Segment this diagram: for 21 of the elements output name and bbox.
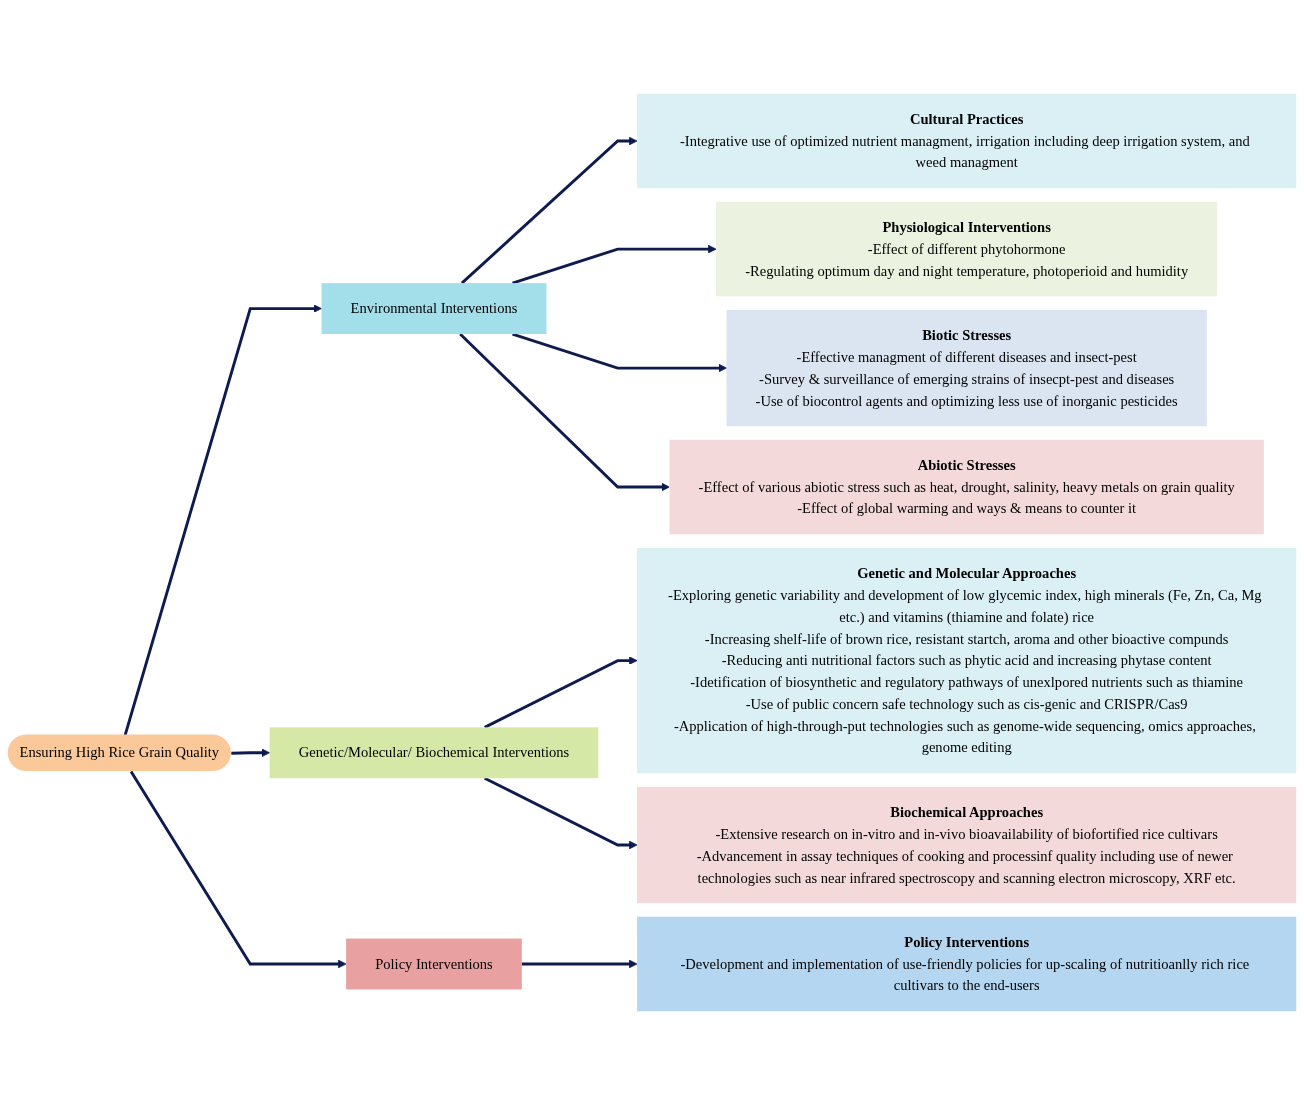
arrow — [512, 332, 727, 373]
node-box: Genetic and Molecular Approaches -Exploring genetic variability and development of low glycemic index, high minerals (Fe, Zn, Ca, Mg etc.) and vitamins (thiamine and folate) rice -Increasing shelf-life of brown rice, resistant startch, aroma and other bioactive compunds -Reducing anti nutritional factors such as phytic acid and increasing phytase content -Idetification of biosynthetic and regulatory pathways of unexlpored nutrients such as thiamine -Use of public concern safe technology such as cis-genic and CRISPR/Cas9 -Application of high-through-put technologies such as genome-wide sequencing, omics approaches, genome editing — [637, 547, 1297, 774]
node-box: Cultural Practices -Integrative use of optimized nutrient managment, irrigation including deep irrigation system, and weed managment — [637, 93, 1297, 189]
node-box: Ensuring High Rice Grain Quality — [7, 734, 231, 771]
node-box: Abiotic Stresses -Effect of various abiotic stress such as heat, drought, salinity, heavy metals on grain quality -Effect of global warming and ways & means to counter it — [669, 439, 1264, 535]
arrow — [129, 770, 347, 969]
arrow — [484, 776, 638, 850]
node-box: Physiological Interventions -Effect of different phytohormone -Regulating optimum day and night temperature, photoperioid and humidity — [716, 201, 1218, 297]
node-box: Biochemical Approaches -Extensive research on in-vitro and in-vivo bioavailability of biofortified rice cultivars -Advancement in assay techniques of cooking and processinf quality including use of newer technologies such as near infrared spectroscopy and scanning electron microscopy, XRF etc. — [637, 786, 1297, 904]
arrow — [231, 748, 270, 758]
arrow — [512, 244, 717, 285]
node-box: Policy Interventions -Development and implementation of use-friendly policies for up-scaling of nutritioanlly rich rice cultivars to the end-users — [637, 916, 1297, 1012]
arrow — [521, 959, 638, 969]
arrow — [460, 136, 638, 285]
arrow — [123, 304, 322, 736]
node-box: Environmental Interventions — [321, 283, 547, 335]
node-box: Policy Interventions — [346, 938, 522, 990]
node-box: Genetic/Molecular/ Biochemical Interventions — [269, 727, 599, 779]
node-box: Biotic Stresses -Effective managment of different diseases and insect-pest -Survey & surveillance of emerging strains of insecpt-pest and diseases -Use of biocontrol agents and optimizing less use of inorganic pesticides — [726, 309, 1207, 427]
arrow — [484, 656, 638, 729]
arrow — [459, 333, 670, 492]
